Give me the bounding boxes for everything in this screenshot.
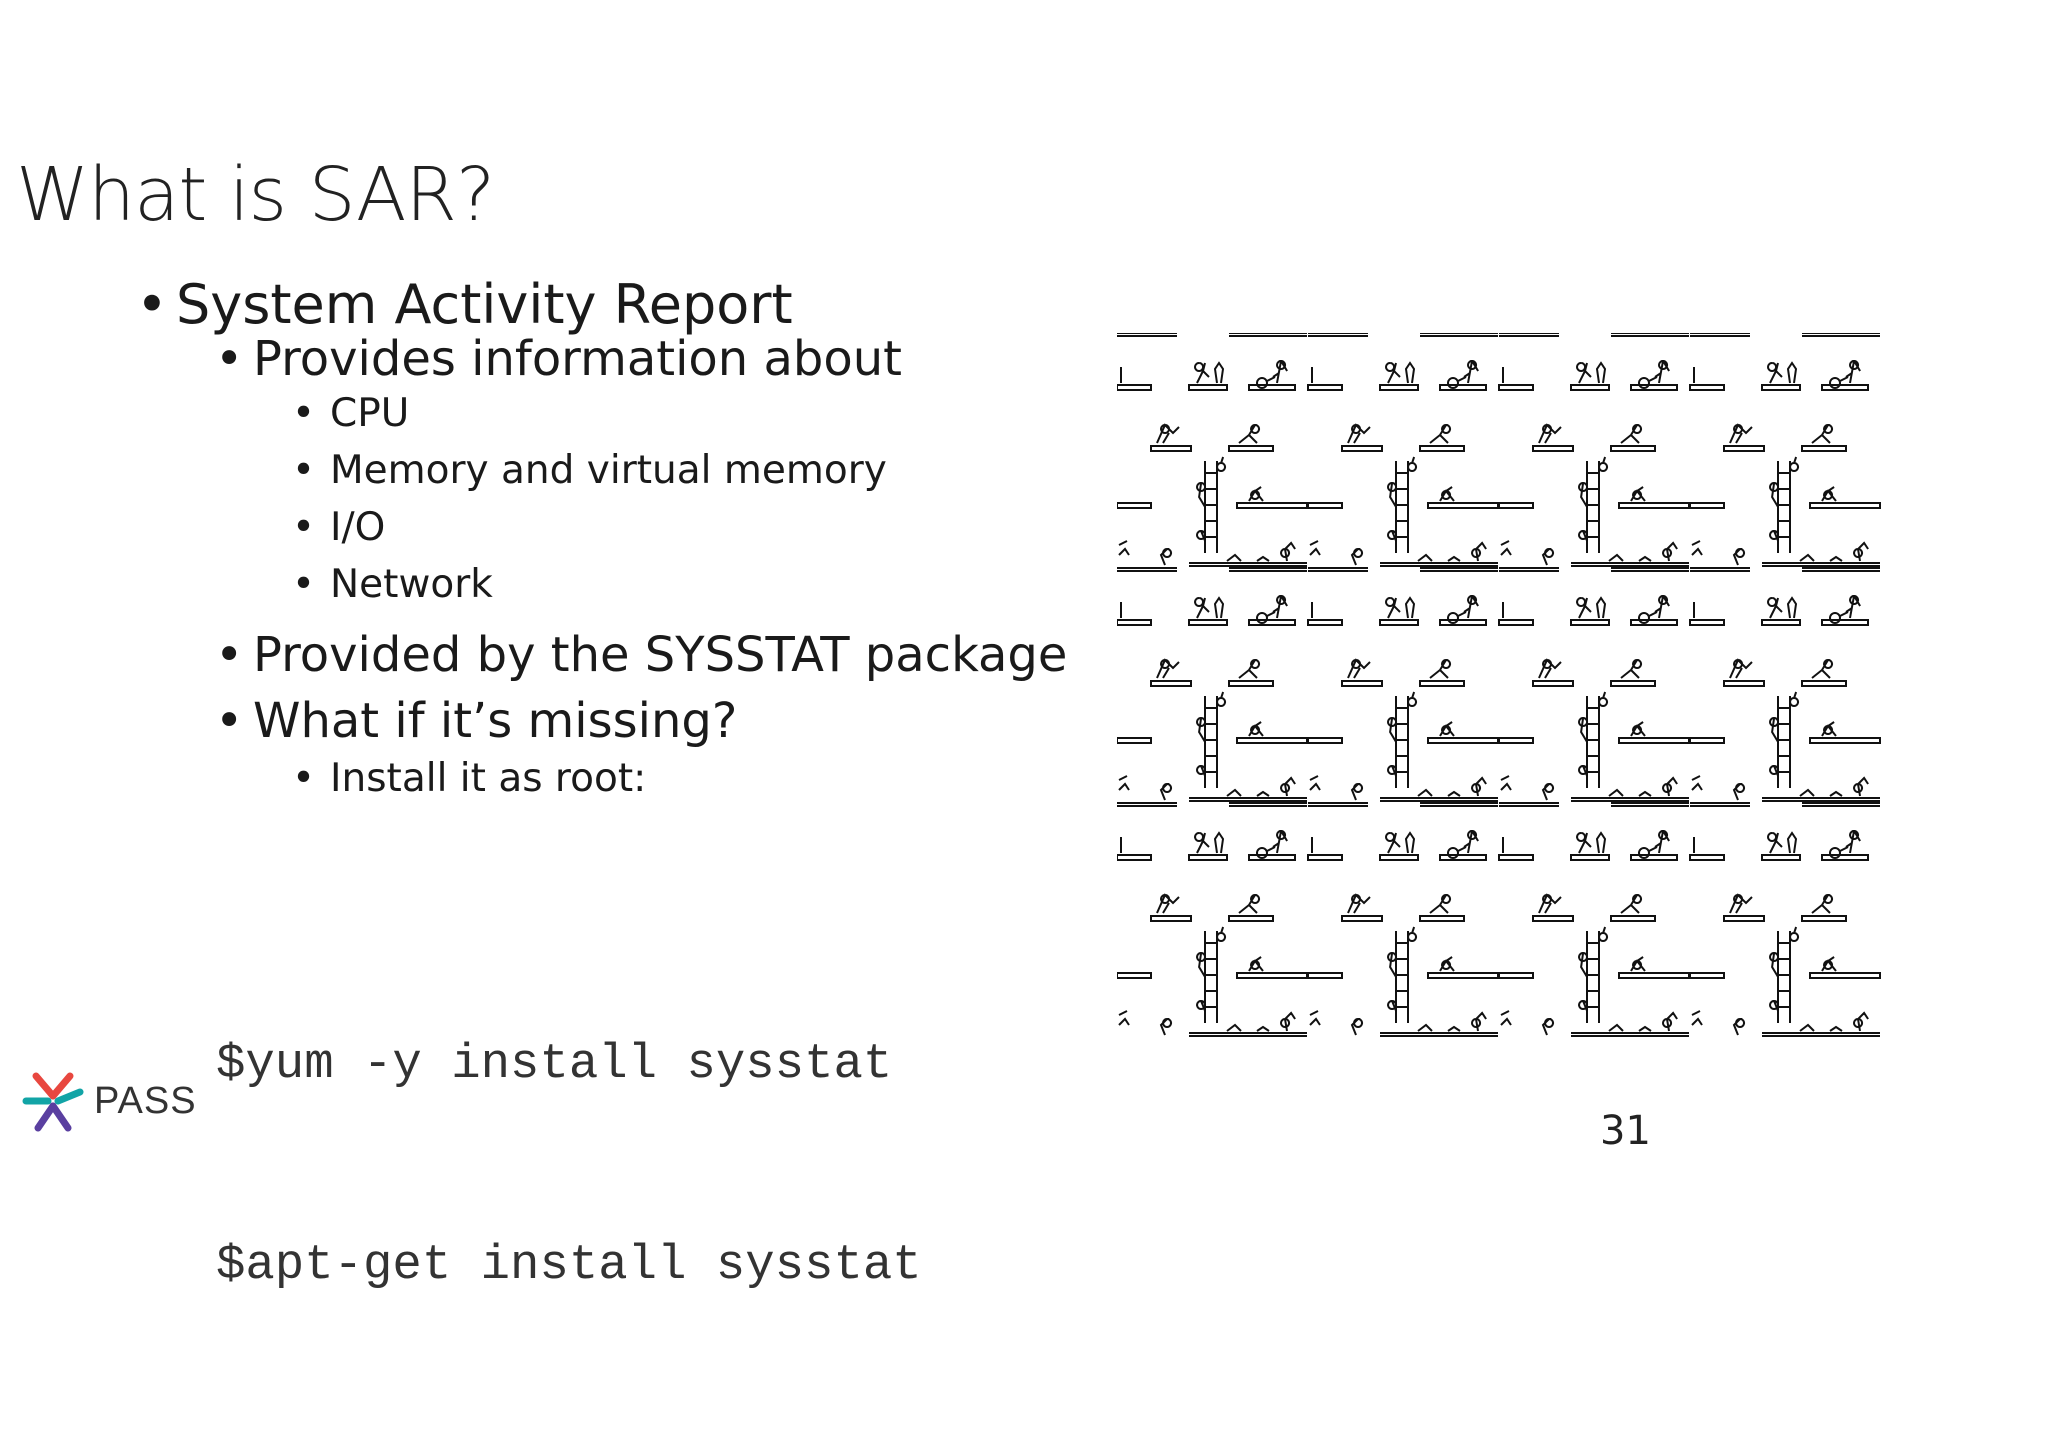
- slide-title: What is SAR?: [16, 152, 495, 238]
- logo-text: PASS: [94, 1080, 197, 1122]
- bullet-level3: Network: [292, 558, 493, 612]
- code-line-apt: $apt-get install sysstat: [216, 1237, 922, 1293]
- bullet-level1: System Activity Report: [136, 270, 793, 340]
- stick-figure-ladder-pattern-icon: [1117, 333, 1881, 1037]
- pattern-tiles: [1117, 333, 1881, 1037]
- page-number: 31: [1600, 1108, 1651, 1154]
- pass-logo-icon: [22, 1072, 84, 1132]
- bullet-level3: I/O: [292, 501, 386, 555]
- bullet-level2: Provided by the SYSSTAT package: [215, 623, 1067, 687]
- bullet-level3: Memory and virtual memory: [292, 444, 887, 498]
- code-block: $yum -y install sysstat $apt-get install…: [216, 897, 922, 1433]
- pass-logo: PASS: [22, 1070, 272, 1132]
- bullet-level2: What if it’s missing?: [215, 689, 737, 753]
- bullet-level3: CPU: [292, 387, 409, 441]
- code-line-yum: $yum -y install sysstat: [216, 1036, 893, 1092]
- bullet-level2: Provides information about: [215, 327, 902, 391]
- bullet-level3: Install it as root:: [292, 752, 646, 806]
- slide: What is SAR? System Activity Report Prov…: [0, 0, 2048, 1152]
